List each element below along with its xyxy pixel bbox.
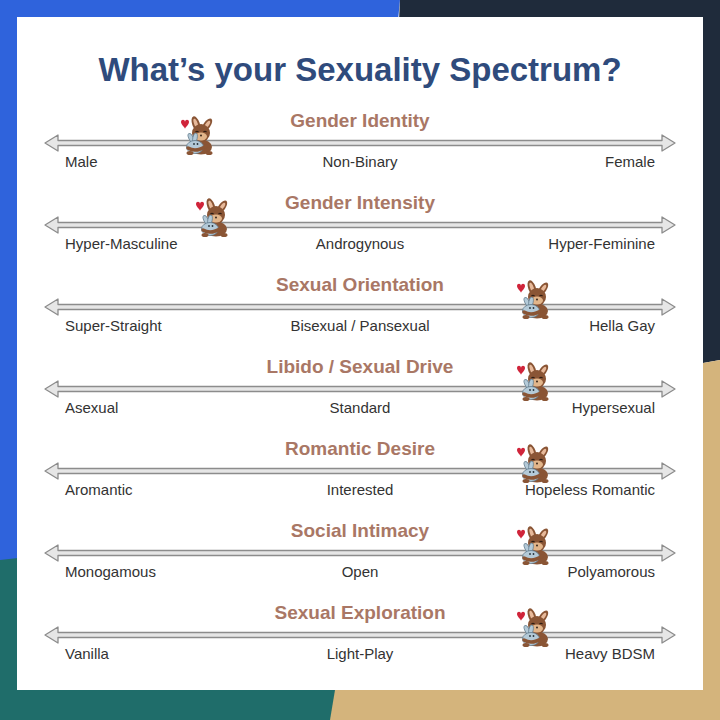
spectrum-arrow — [45, 381, 675, 397]
scale-label: Hypersexual — [572, 399, 655, 416]
scale-label: Open — [342, 563, 379, 580]
scale-label: Hyper-Feminine — [548, 235, 655, 252]
spectrum-heading: Social Intimacy — [291, 520, 429, 542]
scale-label: Non-Binary — [322, 153, 397, 170]
bunny-marker — [517, 607, 550, 647]
spectrum-arrow — [45, 545, 675, 561]
scale-label: Standard — [330, 399, 391, 416]
scale-label: Hopeless Romantic — [525, 481, 655, 498]
bunny-marker — [181, 115, 214, 155]
bunny-marker — [517, 279, 550, 319]
spectrum-heading: Romantic Desire — [285, 438, 435, 460]
bunny-marker — [517, 361, 550, 401]
bunny-marker — [196, 197, 229, 237]
scale-label: Aromantic — [65, 481, 133, 498]
spectrum-heading: Gender Intensity — [285, 192, 435, 214]
spectrum-arrow — [45, 217, 675, 233]
scale-label: Light-Play — [327, 645, 394, 662]
spectrum-arrow — [45, 463, 675, 479]
scale-label: Super-Straight — [65, 317, 162, 334]
scale-label: Bisexual / Pansexual — [290, 317, 429, 334]
scale-label: Vanilla — [65, 645, 109, 662]
spectrum-heading: Libido / Sexual Drive — [267, 356, 454, 378]
white-card — [17, 17, 703, 690]
spectrum-arrow — [45, 627, 675, 643]
scale-label: Heavy BDSM — [565, 645, 655, 662]
spectrum-arrow — [45, 135, 675, 151]
spectrum-heading: Gender Identity — [290, 110, 429, 132]
spectrum-arrow — [45, 299, 675, 315]
scale-label: Androgynous — [316, 235, 404, 252]
scale-label: Hyper-Masculine — [65, 235, 178, 252]
spectrum-heading: Sexual Exploration — [274, 602, 445, 624]
spectrum-heading: Sexual Orientation — [276, 274, 444, 296]
bunny-marker — [517, 525, 550, 565]
scale-label: Interested — [327, 481, 394, 498]
scale-label: Polyamorous — [567, 563, 655, 580]
scale-label: Male — [65, 153, 98, 170]
scale-label: Asexual — [65, 399, 118, 416]
title: What’s your Sexuality Spectrum? — [98, 51, 621, 89]
bunny-marker — [517, 443, 550, 483]
scale-label: Female — [605, 153, 655, 170]
scale-label: Monogamous — [65, 563, 156, 580]
scale-label: Hella Gay — [589, 317, 655, 334]
